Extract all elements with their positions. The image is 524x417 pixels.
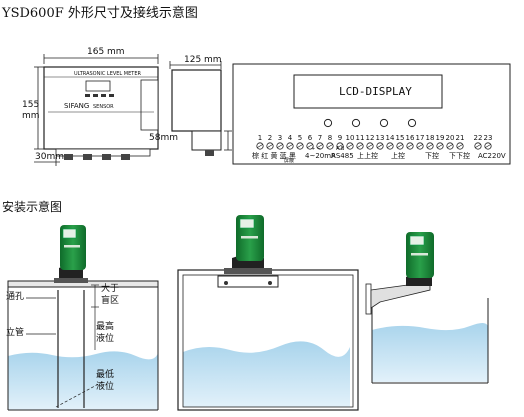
front-view [34, 54, 159, 166]
standpipe-label: 立管 [6, 328, 25, 338]
terminal-screw-slot [337, 144, 343, 148]
lower-lower-control-label: 下下控 [449, 152, 470, 160]
terminal-screw-slot [397, 144, 403, 148]
terminal-number: 6 [307, 134, 313, 142]
terminal-screw-slot [407, 144, 413, 148]
min-level-label-1: 最低 [96, 370, 115, 380]
current-polarity-label: + − [311, 146, 321, 152]
max-level-label-1: 最高 [96, 322, 115, 332]
terminal-screw-slot [437, 144, 443, 148]
terminal-number: 2 [267, 134, 273, 142]
terminal-number: 3 [277, 134, 283, 142]
device-panel-label: ULTRASONIC LEVEL METER [74, 71, 141, 77]
terminal-screw-slot [307, 144, 313, 148]
terminal-screws [256, 142, 492, 150]
terminal-number: 22 [473, 134, 483, 142]
upper-upper-control-label: 上上控 [357, 152, 378, 160]
upper-control-label: 上控 [391, 152, 405, 160]
terminal-screw-slot [475, 144, 481, 148]
device-brand-sub: SENSOR [93, 104, 114, 110]
install-section-title: 安装示意图 [2, 200, 63, 214]
terminal-screw-slot [367, 144, 373, 148]
dimension-bottom-label: 30mm [35, 152, 64, 162]
dimension-height-label: 155 [22, 100, 40, 110]
terminal-number: 1 [257, 134, 263, 142]
terminal-panel [232, 63, 511, 165]
vent-hole-label: 通孔 [6, 292, 25, 302]
terminal-screw-slot [277, 144, 283, 148]
terminal-screw-slot [347, 144, 353, 148]
terminal-screw-slot [485, 144, 491, 148]
rs485-label: RS485 [331, 152, 354, 160]
lcd-display-label: LCD-DISPLAY [339, 85, 412, 98]
terminal-screw-slot [257, 144, 263, 148]
install-standpipe [7, 225, 159, 411]
power-label: AC220V [478, 152, 506, 160]
install-bracket [365, 232, 489, 384]
terminal-screw-slot [387, 144, 393, 148]
terminal-number: 15 [395, 134, 405, 142]
blind-zone-label-2: 盲区 [101, 296, 120, 306]
min-level-label-2: 液位 [96, 382, 115, 392]
terminal-number: 8 [327, 134, 333, 142]
terminal-number: 5 [297, 134, 303, 142]
dimension-depth-label: 125 mm [184, 55, 222, 65]
terminal-number: 21 [455, 134, 465, 142]
terminal-number: 14 [385, 134, 395, 142]
terminal-screw-slot [267, 144, 273, 148]
terminal-number: 13 [375, 134, 385, 142]
terminal-screw-slot [447, 144, 453, 148]
terminal-screw-slot [287, 144, 293, 148]
terminal-number: 16 [405, 134, 415, 142]
terminal-number: 12 [365, 134, 375, 142]
terminal-screw-slot [357, 144, 363, 148]
terminal-screw-slot [297, 144, 303, 148]
blind-zone-label-1: 大于 [101, 284, 120, 294]
terminal-screw-slot [317, 144, 323, 148]
terminal-number: 23 [483, 134, 493, 142]
terminal-number: 9 [337, 134, 343, 142]
rs485-ab-label: A B [336, 146, 345, 152]
terminal-screw-slot [377, 144, 383, 148]
shield-label: 屏蔽 [284, 158, 295, 164]
dimension-height-unit: mm [22, 111, 40, 121]
terminal-screw-slot [457, 144, 463, 148]
dimension-side-label: 58mm [149, 133, 178, 143]
terminal-number: 19 [435, 134, 445, 142]
install-closed-tank [177, 215, 359, 411]
max-level-label-2: 液位 [96, 334, 115, 344]
device-brand: SIFANG [64, 102, 90, 110]
terminal-number: 4 [287, 134, 293, 142]
terminal-number: 17 [415, 134, 425, 142]
terminal-number: 10 [345, 134, 355, 142]
dimension-width-label: 165 mm [87, 47, 125, 57]
side-view [169, 61, 232, 156]
terminal-screw-slot [417, 144, 423, 148]
lower-control-label: 下控 [425, 152, 439, 160]
terminal-number: 20 [445, 134, 455, 142]
current-output-label: 4~20mA [305, 152, 336, 160]
terminal-number: 18 [425, 134, 435, 142]
wire-colors-label: 棕 红 黄 蓝 黑 [252, 152, 296, 160]
page-title: YSD600F 外形尺寸及接线示意图 [2, 6, 198, 21]
terminal-screw-slot [327, 144, 333, 148]
terminal-number: 11 [355, 134, 365, 142]
terminal-screw-slot [427, 144, 433, 148]
terminal-number: 7 [317, 134, 323, 142]
